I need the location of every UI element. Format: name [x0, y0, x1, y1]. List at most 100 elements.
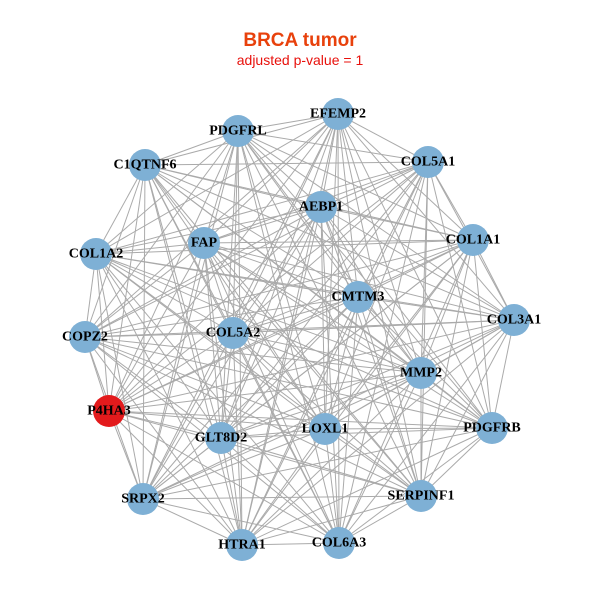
- edge: [420, 427, 493, 497]
- node-label: MMP2: [400, 366, 442, 381]
- node-loxl1[interactable]: LOXL1: [302, 413, 349, 445]
- edge: [220, 428, 326, 439]
- edge: [237, 113, 339, 132]
- node-col3a1[interactable]: COL3A1: [487, 304, 541, 336]
- edge: [357, 161, 429, 298]
- node-label: C1QTNF6: [114, 158, 177, 173]
- edge: [95, 130, 239, 255]
- edge: [320, 206, 515, 321]
- edge: [142, 437, 222, 500]
- edge: [237, 130, 515, 321]
- edge: [95, 253, 493, 429]
- edge: [320, 206, 474, 241]
- edge: [337, 113, 359, 298]
- node-label: HTRA1: [218, 538, 265, 553]
- edge: [241, 542, 340, 546]
- edge: [324, 427, 493, 430]
- node-serpinf1[interactable]: SERPINF1: [388, 480, 455, 512]
- edge: [203, 242, 359, 298]
- edge: [142, 319, 515, 500]
- node-col5a2[interactable]: COL5A2: [206, 317, 260, 349]
- edge: [84, 161, 429, 338]
- node-c1qtnf6[interactable]: C1QTNF6: [114, 149, 177, 181]
- node-circle: [127, 483, 159, 515]
- node-circle: [188, 227, 220, 259]
- edge: [320, 206, 422, 497]
- node-col1a2[interactable]: COL1A2: [69, 238, 123, 270]
- node-circle: [342, 281, 374, 313]
- node-fap[interactable]: FAP: [188, 227, 220, 259]
- edge: [144, 164, 205, 244]
- edge: [108, 410, 422, 497]
- node-label: COPZ2: [62, 330, 108, 345]
- edge: [320, 206, 326, 430]
- node-mmp2[interactable]: MMP2: [400, 357, 442, 389]
- edge: [95, 253, 515, 321]
- edge: [420, 239, 474, 497]
- node-pdgfrb[interactable]: PDGFRB: [463, 412, 521, 444]
- edge: [232, 332, 326, 430]
- edge: [220, 427, 493, 439]
- edge: [237, 130, 474, 241]
- edge: [357, 296, 422, 374]
- edge: [142, 498, 340, 544]
- edge: [95, 161, 429, 255]
- edge: [241, 239, 474, 546]
- node-col1a1[interactable]: COL1A1: [446, 224, 500, 256]
- node-label: SRPX2: [121, 492, 165, 507]
- edge: [232, 206, 322, 334]
- edge: [241, 113, 339, 546]
- node-circle: [476, 412, 508, 444]
- edge: [237, 130, 326, 430]
- node-circle: [129, 149, 161, 181]
- node-circle: [405, 357, 437, 389]
- node-col6a3[interactable]: COL6A3: [312, 527, 366, 559]
- edge: [108, 410, 493, 429]
- edge: [108, 332, 234, 412]
- edge: [357, 296, 515, 321]
- figure-subtitle: adjusted p-value = 1: [236, 52, 364, 68]
- edge: [420, 161, 429, 497]
- edge: [220, 372, 422, 439]
- node-col5a1[interactable]: COL5A1: [401, 146, 455, 178]
- edge: [108, 410, 326, 430]
- edge: [108, 161, 429, 412]
- edge: [241, 372, 422, 546]
- edge: [324, 113, 339, 430]
- edge: [324, 239, 474, 430]
- edge: [84, 336, 422, 497]
- node-pdgfrl[interactable]: PDGFRL: [209, 115, 267, 147]
- edge: [241, 428, 326, 546]
- edge: [142, 296, 359, 500]
- node-copz2[interactable]: COPZ2: [62, 321, 108, 353]
- edge: [108, 372, 422, 412]
- edge: [95, 253, 340, 544]
- edge: [220, 161, 429, 439]
- node-htra1[interactable]: HTRA1: [218, 529, 266, 561]
- edge: [203, 113, 339, 244]
- edge: [144, 164, 493, 429]
- node-label: COL3A1: [487, 313, 541, 328]
- edge: [338, 296, 359, 544]
- node-efemp2[interactable]: EFEMP2: [310, 98, 366, 130]
- edge: [84, 336, 326, 430]
- edge: [220, 437, 340, 544]
- edge: [84, 336, 222, 439]
- node-p4ha3[interactable]: P4HA3: [87, 395, 131, 427]
- node-cmtm3[interactable]: CMTM3: [332, 281, 385, 313]
- node-srpx2[interactable]: SRPX2: [121, 483, 165, 515]
- edge: [320, 161, 429, 208]
- edge: [95, 253, 144, 500]
- edge: [220, 130, 239, 439]
- edge: [320, 206, 493, 429]
- node-aebp1[interactable]: AEBP1: [299, 191, 343, 223]
- node-label: GLT8D2: [195, 431, 247, 446]
- node-glt8d2[interactable]: GLT8D2: [195, 422, 247, 454]
- node-label: COL1A2: [69, 247, 123, 262]
- edge: [108, 206, 322, 412]
- node-label: COL5A2: [206, 326, 260, 341]
- edge: [324, 161, 429, 430]
- edge: [472, 239, 493, 429]
- edge: [108, 164, 146, 412]
